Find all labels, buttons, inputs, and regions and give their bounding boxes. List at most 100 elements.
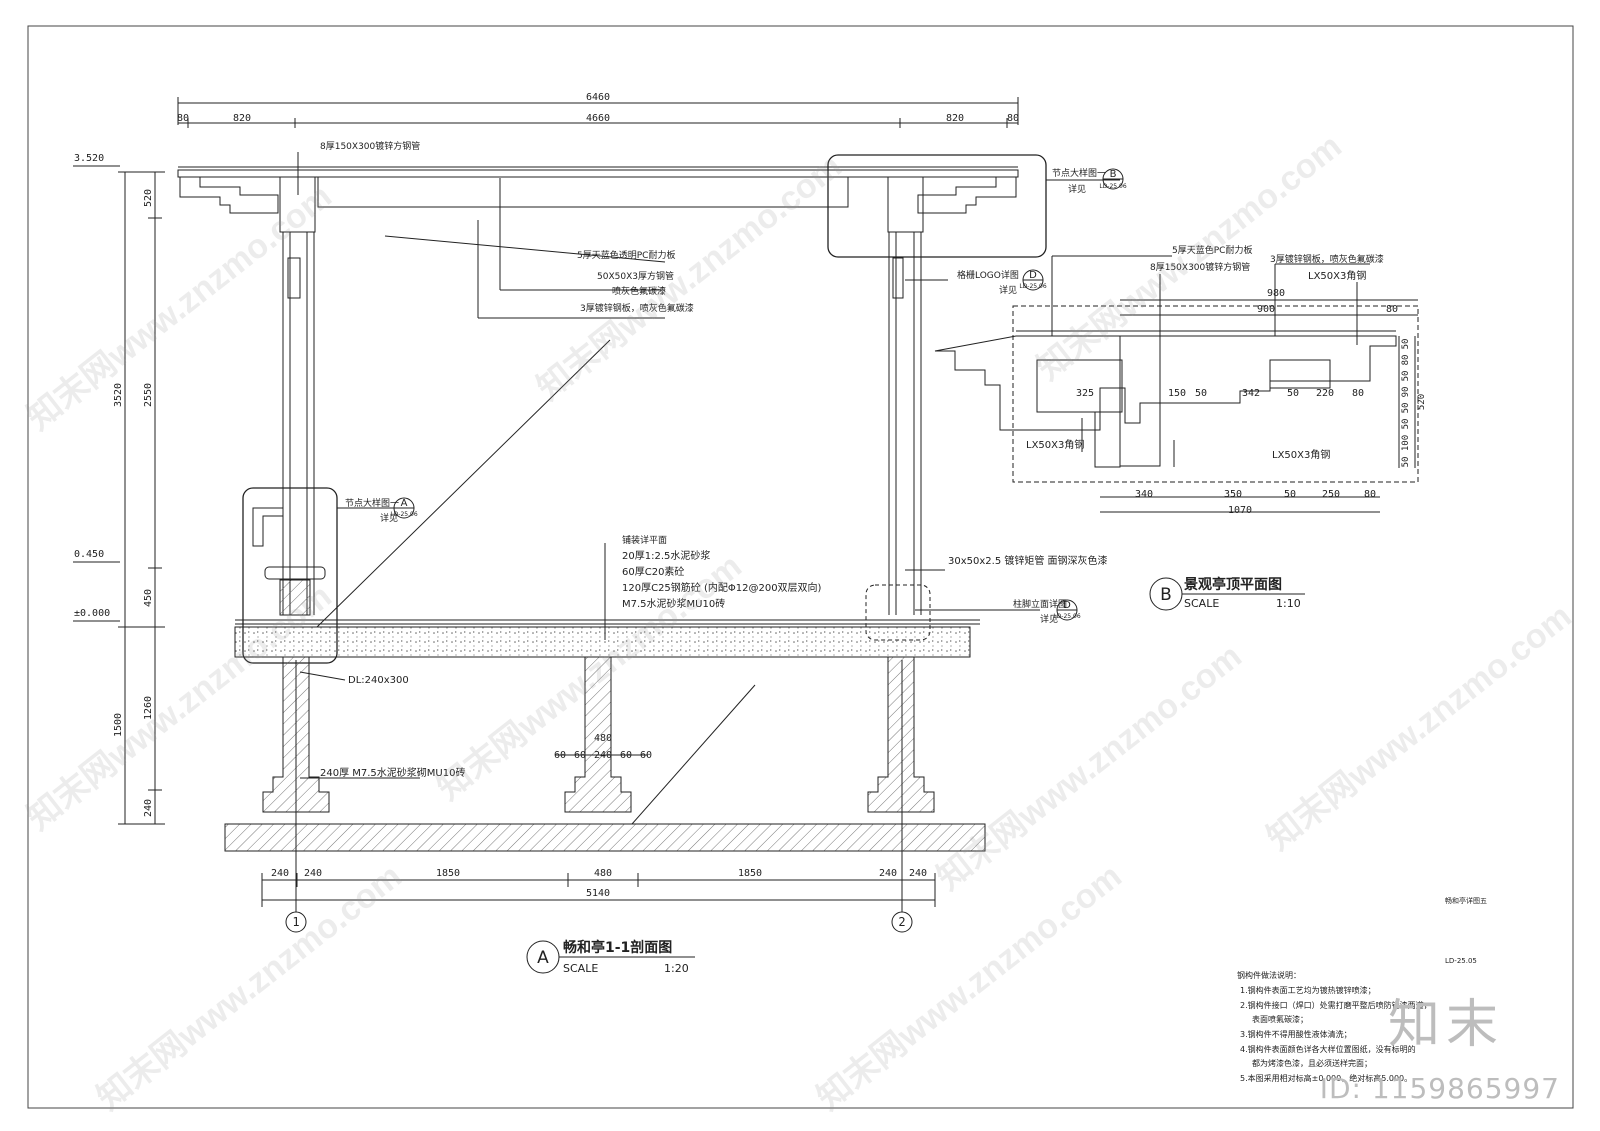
label-node-b: 节点大样图一 — [1052, 167, 1106, 179]
label-wall: 240厚 M7.5水泥砂浆砌MU10砖 — [320, 766, 465, 779]
label-node-a: 节点大样图一 — [345, 497, 399, 509]
detail-dim-right: 90 — [1401, 387, 1411, 398]
note-item: 1.钢构件表面工艺均为镀热镀锌喷漆； — [1240, 985, 1376, 995]
dim-left: 240 — [143, 799, 154, 817]
title-b-scale-label: SCALE — [1184, 597, 1219, 610]
note-item: 5.本图采用相对标高±0.000，绝对标高5.000。 — [1240, 1073, 1412, 1083]
floor-note: 铺装详平面 — [622, 534, 667, 546]
detail-label-tube: 8厚150X300镀锌方钢管 — [1150, 261, 1250, 273]
level-zero: ±0.000 — [74, 608, 110, 619]
detail-dim-bottom: 340 — [1135, 489, 1153, 500]
detail-dim-right: 100 — [1401, 435, 1411, 451]
dimension-text: 6460 80 820 4660 820 80 3.520 0.450 ±0.0… — [74, 92, 1019, 929]
detail-dim-top: 900 — [1257, 304, 1275, 315]
grid-mark-1: 1 — [292, 915, 299, 929]
dim-top-part: 820 — [233, 113, 251, 124]
callout-text: B LD-25.06 D LD-25.06 A LD-25.06 D LD-25… — [390, 169, 1126, 620]
detail-label-plate: 3厚镀锌钢板，喷灰色氟碳漆 — [1270, 253, 1384, 265]
note-item: 表面喷氟碳漆； — [1252, 1014, 1308, 1024]
detail-dim-top: 80 — [1386, 304, 1398, 315]
title-b-text: 景观亭顶平面图 — [1184, 576, 1282, 593]
level-mid: 0.450 — [74, 549, 104, 560]
section-drawing — [73, 97, 1305, 974]
title-a-block: A 畅和亭1-1剖面图 SCALE 1:20 — [537, 939, 689, 975]
label-pc-board: 5厚天蓝色透明PC耐力板 — [577, 249, 675, 261]
detail-dim-inner: 325 — [1076, 388, 1094, 399]
dim-pier: 480 — [594, 733, 612, 744]
notes-block: 畅和亭详图五 LD-25.05 钢构件做法说明： 1.钢构件表面工艺均为镀热镀锌… — [1237, 896, 1487, 1083]
detail-dim-bottom: 50 — [1284, 489, 1296, 500]
detail-dim-bottom: 350 — [1224, 489, 1242, 500]
dim-bottom: 240 — [304, 868, 322, 879]
floor-note: 20厚1:2.5水泥砂浆 — [622, 549, 710, 562]
sheet-title: 畅和亭详图五 — [1445, 896, 1487, 905]
detail-dim-bottom-total: 1070 — [1228, 505, 1252, 516]
callout-b-ref: B — [1110, 169, 1117, 180]
note-item: 都为烤漆色漆，且必须送样完面； — [1252, 1058, 1372, 1068]
label-square-tube: 50X50X3厚方钢管 — [597, 270, 674, 282]
label-node-b-see: 详见 — [1068, 183, 1086, 195]
label-logo-see: 详见 — [999, 284, 1017, 296]
callout-a-ref: A — [401, 498, 408, 509]
label-plate: 3厚镀锌钢板，喷灰色氟碳漆 — [580, 302, 694, 314]
callout-a-sheet: LD-25.06 — [390, 511, 417, 518]
notes-title: 钢构件做法说明： — [1237, 970, 1301, 980]
dim-left: 1260 — [143, 696, 154, 720]
detail-dim-right: 50 — [1401, 403, 1411, 414]
title-b-mark: B — [1160, 585, 1172, 605]
dim-bottom: 480 — [594, 868, 612, 879]
title-b-block: B 景观亭顶平面图 SCALE 1:10 — [1160, 576, 1301, 610]
detail-dim-right: 50 — [1401, 419, 1411, 430]
label-column-tube: 30x50x2.5 镀锌矩管 面钢深灰色漆 — [948, 554, 1108, 567]
brand-logo: 知末 — [1387, 995, 1504, 1055]
dim-bottom: 240 — [271, 868, 289, 879]
dim-top-part: 4660 — [586, 113, 610, 124]
title-a-scale-label: SCALE — [563, 962, 598, 975]
detail-dim-inner: 80 — [1352, 388, 1364, 399]
detail-label-angle-left: LX50X3角钢 — [1026, 438, 1084, 451]
title-a-text: 畅和亭1-1剖面图 — [563, 939, 672, 956]
note-item: 3.钢构件不得用酸性液体清洗； — [1240, 1029, 1352, 1039]
detail-b-dims: 980 900 80 325 150 50 342 50 220 80 340 … — [1076, 288, 1398, 516]
dim-bottom: 1850 — [436, 868, 460, 879]
title-b-scale: 1:10 — [1276, 597, 1301, 610]
section-annotations: 8厚150X300镀锌方钢管 5厚天蓝色透明PC耐力板 50X50X3厚方钢管 … — [320, 140, 1108, 779]
detail-dim-inner: 50 — [1287, 388, 1299, 399]
callout-b-sheet: LD-25.06 — [1099, 183, 1126, 190]
label-logo: 格栅LOGO详图 — [957, 269, 1019, 281]
label-beam: DL:240x300 — [348, 675, 409, 686]
detail-dim-inner: 50 — [1195, 388, 1207, 399]
detail-dim-right: 50 — [1401, 457, 1411, 468]
callout-d-ref: D — [1029, 270, 1037, 281]
detail-dim-top: 980 — [1267, 288, 1285, 299]
detail-dim-right: 50 — [1401, 371, 1411, 382]
dim-left: 1500 — [113, 713, 124, 737]
grid-mark-2: 2 — [898, 915, 905, 929]
detail-dim-right-total: 520 — [1417, 394, 1427, 410]
dim-bottom-total: 5140 — [586, 888, 610, 899]
callout-c-ref: D — [1063, 600, 1071, 611]
label-node-a-see: 详见 — [380, 512, 398, 524]
dim-bottom: 240 — [879, 868, 897, 879]
sheet-code: LD-25.05 — [1445, 957, 1477, 965]
detail-b-drawing — [934, 255, 1419, 513]
dim-pier: 60 — [554, 750, 566, 761]
detail-b-right-dims: 50 80 50 90 50 50 100 50 520 — [1401, 339, 1427, 468]
detail-dim-inner: 220 — [1316, 388, 1334, 399]
callout-c-sheet: LD-25.06 — [1053, 613, 1080, 620]
detail-dim-right: 50 — [1401, 339, 1411, 350]
dim-top-part: 820 — [946, 113, 964, 124]
dim-left: 450 — [143, 589, 154, 607]
sheet-border — [27, 25, 1574, 1109]
dim-left: 3520 — [113, 383, 124, 407]
detail-label-pc: 5厚天蓝色PC耐力板 — [1172, 244, 1252, 256]
label-foot: 柱脚立面详图 — [1013, 598, 1067, 610]
detail-label-angle-bottom: LX50X3角钢 — [1272, 448, 1330, 461]
dim-left: 520 — [143, 189, 154, 207]
detail-label-angle-top: LX50X3角钢 — [1308, 269, 1366, 282]
floor-note: 120厚C25钢筋砼 (内配Φ12@200双层双向) — [622, 581, 822, 594]
dim-left: 2550 — [143, 383, 154, 407]
dim-top-part: 80 — [1007, 113, 1019, 124]
detail-dim-inner: 150 — [1168, 388, 1186, 399]
